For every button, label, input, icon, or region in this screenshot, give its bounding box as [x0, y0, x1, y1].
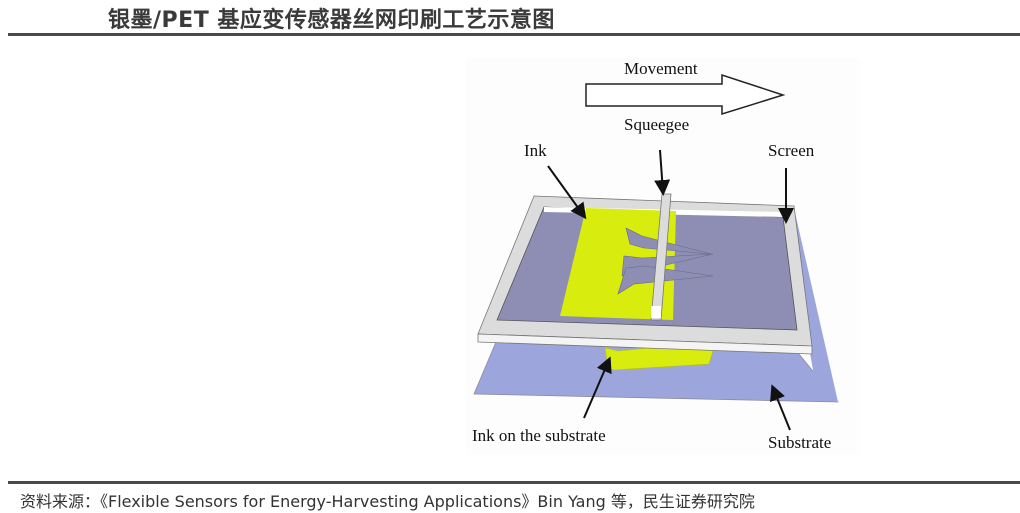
screen-printing-diagram: Movement Squeegee Ink Screen	[466, 58, 860, 455]
label-squeegee: Squeegee	[624, 115, 689, 134]
label-movement: Movement	[624, 59, 698, 78]
sensor-pattern	[617, 227, 714, 295]
squeegee-end	[651, 306, 661, 318]
title-divider	[8, 33, 1020, 36]
source-divider	[8, 481, 1020, 484]
label-screen: Screen	[768, 141, 815, 160]
squeegee-pointer-arrow-icon	[654, 149, 671, 196]
screen-frame-edge	[477, 333, 813, 355]
label-ink-on-substrate: Ink on the substrate	[472, 426, 606, 445]
ink-pointer-arrow-icon	[547, 165, 587, 220]
substrate-pointer-arrow-icon	[770, 384, 791, 431]
label-substrate: Substrate	[768, 433, 831, 452]
label-ink: Ink	[524, 141, 547, 160]
figure-title: 银墨/PET 基应变传感器丝网印刷工艺示意图	[108, 8, 555, 33]
ink-on-substrate-pointer-arrow-icon	[583, 356, 612, 419]
movement-arrow-icon	[585, 73, 786, 116]
source-note: 资料来源：《Flexible Sensors for Energy-Harves…	[20, 492, 755, 511]
ink-layer	[560, 208, 676, 320]
